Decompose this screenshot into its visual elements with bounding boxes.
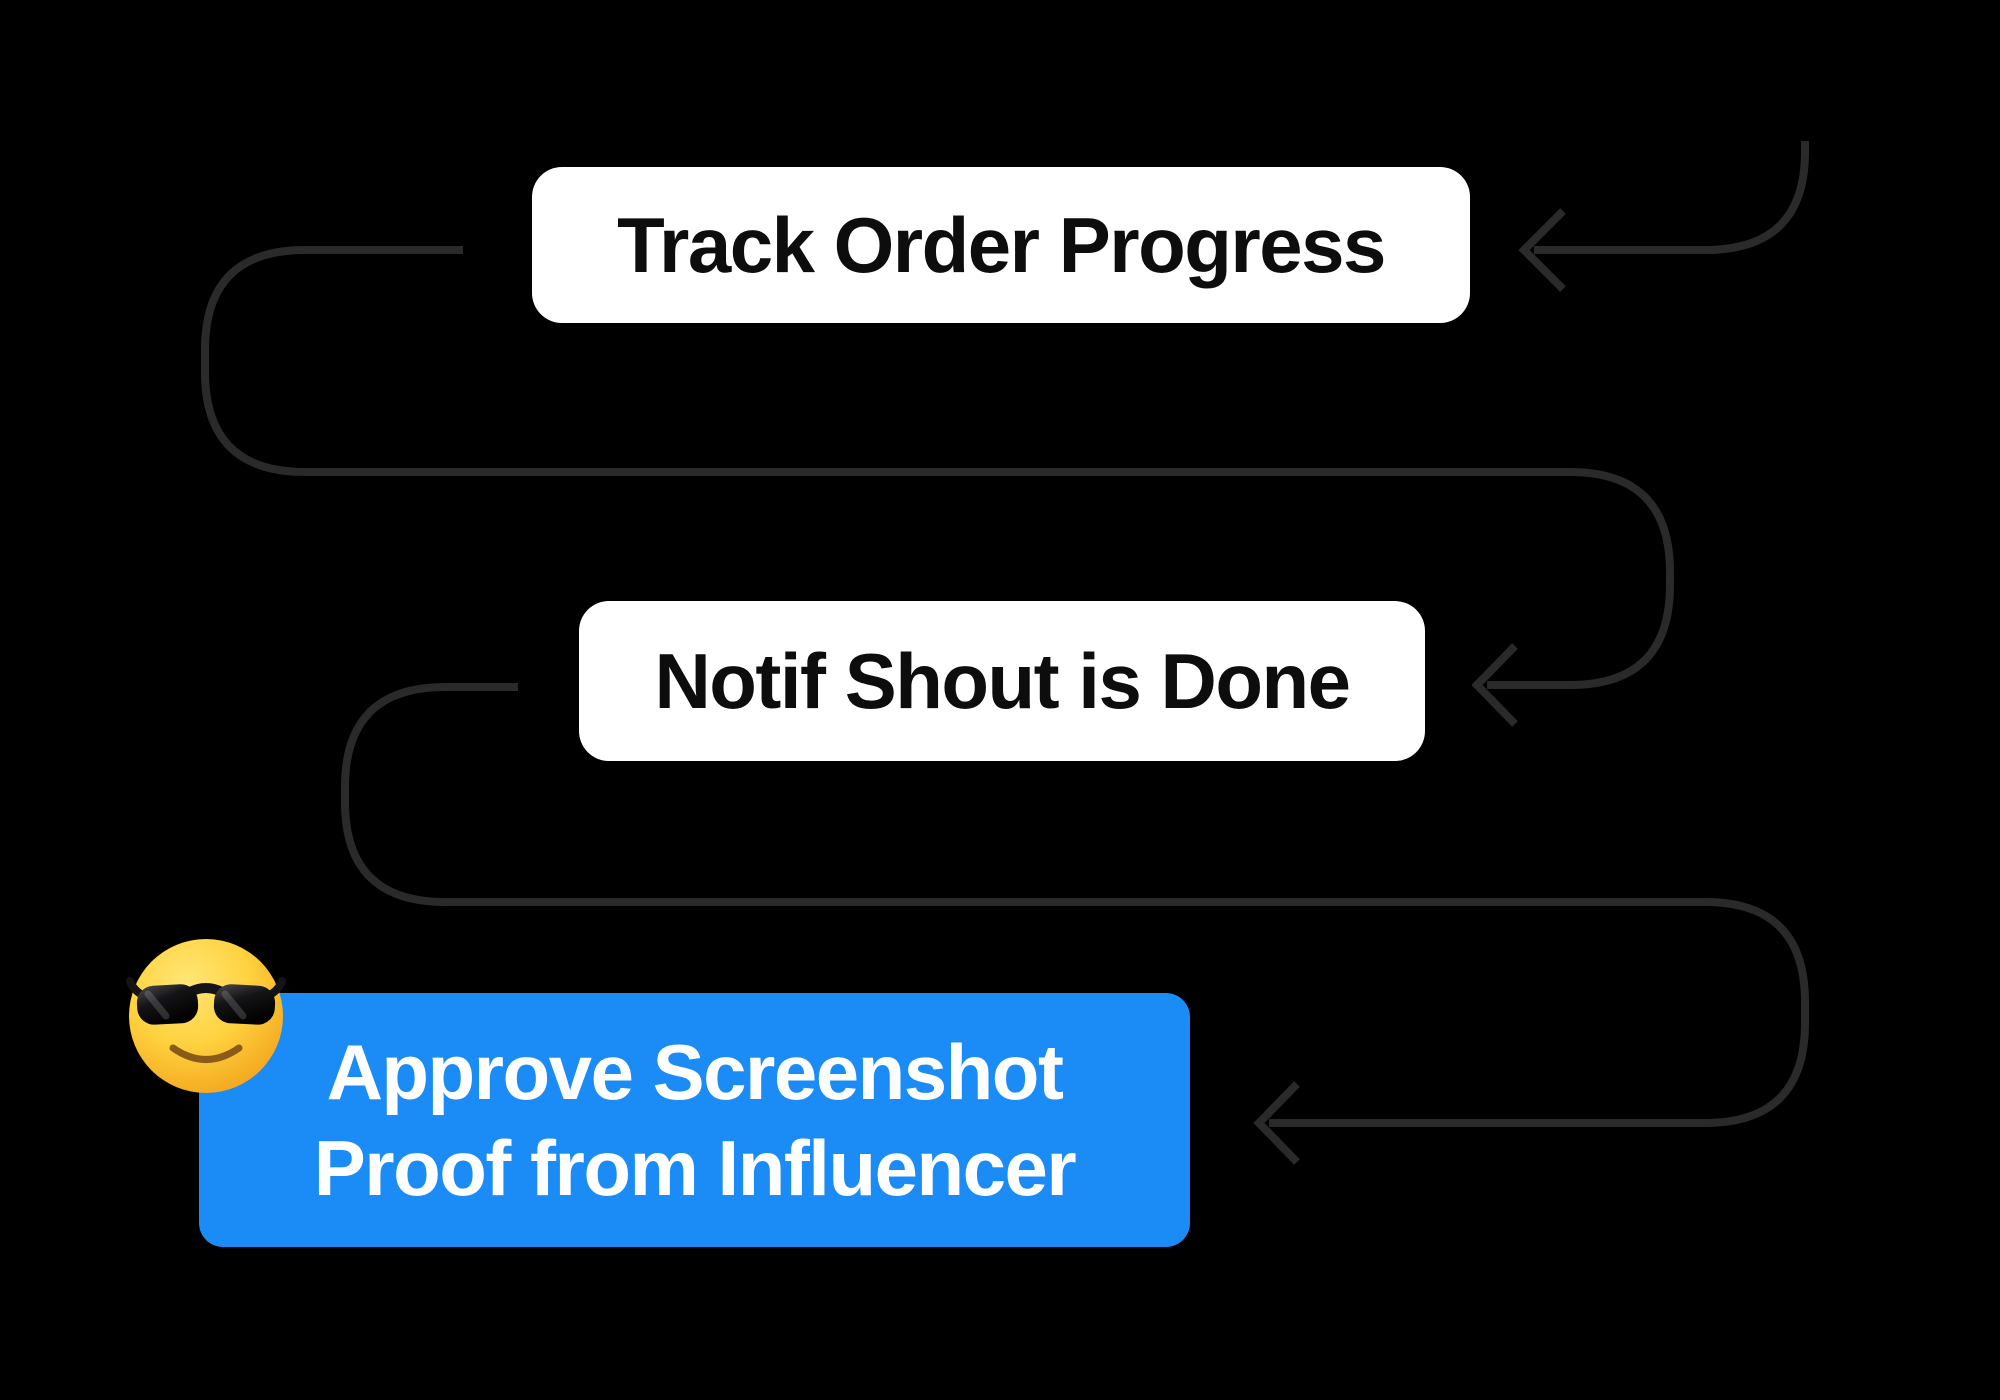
connector-into-track: [1518, 141, 1809, 292]
sunglasses-face-emoji-icon: [126, 936, 286, 1096]
connector-line: [201, 246, 1674, 689]
node-track-order-progress[interactable]: Track Order Progress: [532, 167, 1470, 323]
node-label-line1: Approve Screenshot: [326, 1028, 1064, 1116]
node-label-line2: Proof from Influencer: [313, 1124, 1077, 1212]
connector-line: [1534, 141, 1809, 254]
node-approve-screenshot-proof[interactable]: Approve Screenshot Proof from Influencer: [126, 939, 1190, 1247]
connector-track-to-notif: [201, 246, 1674, 727]
node-notif-shout-is-done[interactable]: Notif Shout is Done: [579, 601, 1425, 761]
arrowhead: [1471, 643, 1518, 727]
arrowhead: [1518, 208, 1566, 292]
arrowhead: [1253, 1081, 1300, 1165]
node-label: Track Order Progress: [617, 200, 1386, 289]
node-label: Notif Shout is Done: [654, 636, 1351, 725]
connector-line: [341, 683, 1809, 1127]
connector-notif-to-approve: [341, 683, 1809, 1165]
